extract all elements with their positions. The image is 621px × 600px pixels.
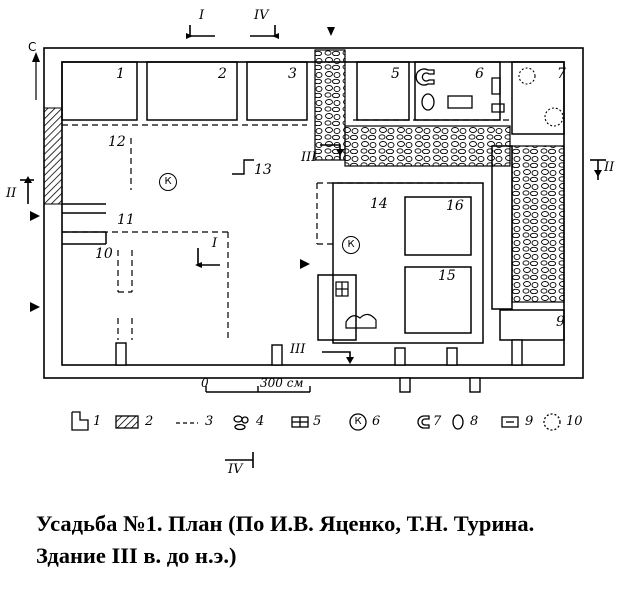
west-rooms bbox=[62, 203, 107, 245]
legend-label: 7 bbox=[433, 414, 442, 429]
scale-zero: 0 bbox=[201, 376, 209, 390]
room-label: 5 bbox=[391, 66, 400, 82]
hatched-wall bbox=[43, 107, 63, 205]
legend-label: 9 bbox=[525, 414, 534, 429]
room-label: 13 bbox=[254, 162, 272, 178]
legend-label: 10 bbox=[566, 414, 583, 429]
north-arrow bbox=[32, 52, 40, 100]
legend-label: 1 bbox=[93, 414, 102, 429]
legend-label: 8 bbox=[470, 414, 479, 429]
room-label: 14 bbox=[370, 196, 388, 212]
room-label: 2 bbox=[218, 66, 227, 82]
figure-caption: Усадьба №1. План (По И.В. Яценко, Т.Н. Т… bbox=[36, 511, 535, 568]
legend-label: 5 bbox=[313, 414, 322, 429]
section-label: IV bbox=[228, 462, 243, 477]
k-marker: К bbox=[159, 173, 177, 191]
south-wall-buttresses bbox=[115, 339, 523, 393]
site-plan bbox=[20, 25, 606, 468]
hearth-feature bbox=[335, 281, 377, 329]
room-label: 6 bbox=[475, 66, 484, 82]
room7-pits bbox=[518, 67, 564, 127]
stone-paving bbox=[314, 49, 565, 303]
k-marker: К bbox=[342, 236, 360, 254]
scale-bar bbox=[205, 386, 311, 393]
section-label: II bbox=[6, 186, 17, 201]
legend-label: 6 bbox=[372, 414, 381, 429]
rooms-top-row bbox=[61, 61, 565, 135]
legend-label: 3 bbox=[205, 414, 214, 429]
room-label: 7 bbox=[557, 66, 566, 82]
entrance-arrows bbox=[30, 27, 335, 312]
section-label: IV bbox=[254, 8, 269, 23]
scale-label: 300 см bbox=[260, 376, 304, 390]
room-label: 15 bbox=[438, 268, 456, 284]
legend-label: 2 bbox=[145, 414, 154, 429]
room-label: 12 bbox=[108, 134, 126, 150]
room-label: 1 bbox=[116, 66, 125, 82]
section-label: III bbox=[290, 342, 306, 357]
section-arrowheads bbox=[24, 33, 602, 364]
room-label: 16 bbox=[446, 198, 464, 214]
room6-features bbox=[415, 68, 505, 113]
k-marker: К bbox=[354, 416, 362, 427]
inner-building bbox=[317, 145, 565, 344]
room-label: 3 bbox=[288, 66, 297, 82]
legend-label: 4 bbox=[256, 414, 265, 429]
room-label: 9 bbox=[556, 314, 565, 330]
north-label: С bbox=[28, 40, 37, 54]
section-label: I bbox=[199, 8, 205, 23]
section-label: III bbox=[301, 150, 317, 165]
section-label: II bbox=[604, 160, 615, 175]
section-label: I bbox=[212, 236, 218, 251]
stairs-13 bbox=[232, 159, 254, 175]
room-label: 10 bbox=[95, 246, 113, 262]
legend-symbols bbox=[71, 411, 561, 431]
room-label: 11 bbox=[117, 212, 135, 228]
